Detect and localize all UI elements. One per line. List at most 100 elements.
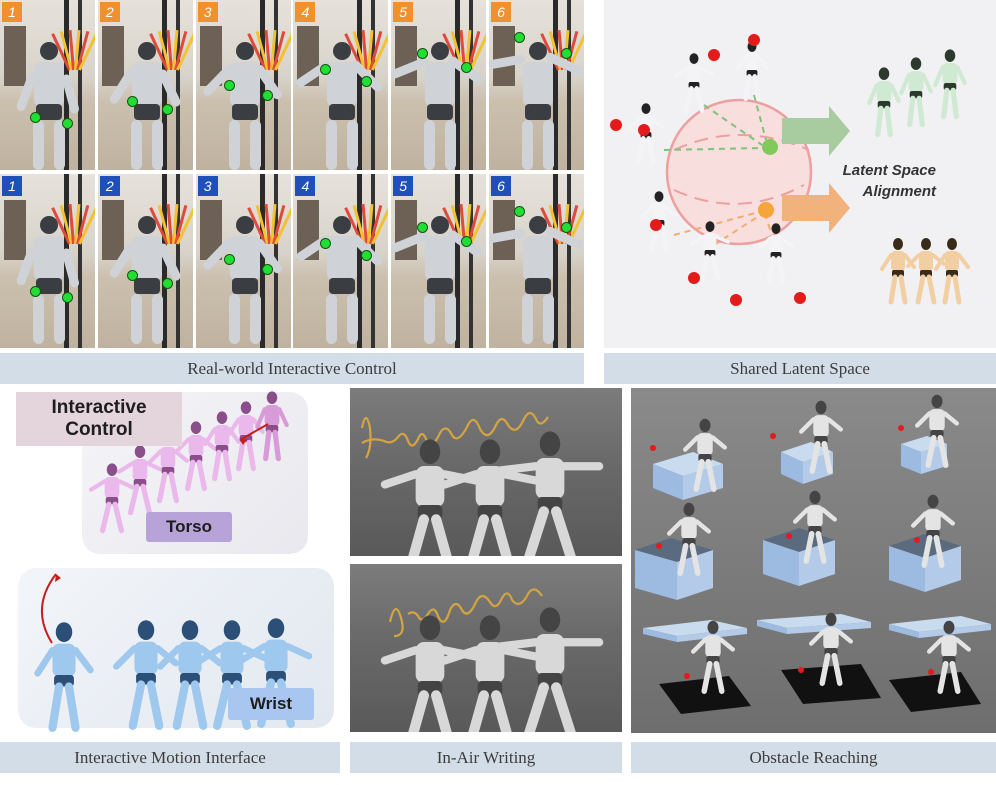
target-point xyxy=(794,292,806,304)
bottom-row-frame: 6 xyxy=(489,174,584,348)
humanoid-figure xyxy=(757,223,795,284)
humanoid-figure xyxy=(880,238,916,305)
caption-latent: Shared Latent Space xyxy=(604,353,996,384)
reach-target xyxy=(656,543,662,549)
frame-number-badge: 2 xyxy=(99,176,120,196)
target-point xyxy=(610,119,622,131)
caption-motion-interface: Interactive Motion Interface xyxy=(0,742,340,773)
humanoid-figure xyxy=(116,445,164,516)
torso-drag-arrow xyxy=(239,423,269,441)
target-point xyxy=(730,294,742,306)
humanoid-figure xyxy=(380,439,480,556)
interactive-control-label: Interactive Control xyxy=(16,392,182,446)
green-arrow xyxy=(782,106,850,156)
latent-diagram xyxy=(610,34,970,306)
frame-number-badge: 3 xyxy=(197,2,218,22)
frame-number-badge: 4 xyxy=(295,2,316,22)
humanoid-figure xyxy=(934,238,970,305)
top-row-frame: 2 xyxy=(97,0,193,170)
latent-panel: Latent Space Alignment xyxy=(604,0,996,348)
top-row-frame: 5 xyxy=(391,0,487,170)
orange-arrow xyxy=(782,183,850,233)
humanoid-figure xyxy=(440,615,540,732)
target-point xyxy=(650,219,662,231)
humanoid-figure xyxy=(682,418,728,492)
motion-figures xyxy=(34,391,313,732)
green-latent-point xyxy=(762,139,778,155)
second-writing-trace xyxy=(380,588,604,732)
humanoid-figure xyxy=(380,615,480,732)
humanoid-figure xyxy=(906,238,946,305)
bottom-row-frame: 1 xyxy=(0,174,95,348)
reach-target xyxy=(914,537,920,543)
humanoid-figure xyxy=(690,221,730,282)
humanoid-figure xyxy=(112,620,180,730)
motion-interface-panel: Interactive Control Torso Wrist xyxy=(0,388,340,733)
humanoid-figure xyxy=(914,394,960,468)
bottom-row-frame: 3 xyxy=(195,174,291,348)
frame-number-badge: 1 xyxy=(2,2,22,22)
humanoid-figure xyxy=(496,607,604,732)
latent-label: Latent Space Alignment xyxy=(842,162,936,200)
target-point xyxy=(638,124,650,136)
caption-air-writing: In-Air Writing xyxy=(350,742,622,773)
reach-target xyxy=(786,533,792,539)
humanoid-figure xyxy=(735,41,769,102)
top-row-frame: 3 xyxy=(195,0,291,170)
humanoid-figure xyxy=(690,620,736,694)
frame-number-badge: 6 xyxy=(491,176,511,196)
obstacle-panel xyxy=(631,388,996,733)
humanoid-figure xyxy=(910,494,956,568)
reach-target xyxy=(650,445,656,451)
wrist-label: Wrist xyxy=(228,688,314,720)
bottom-row-frame: 5 xyxy=(391,174,487,348)
obstacle-scene xyxy=(635,394,991,714)
humanoid-figure xyxy=(156,620,224,730)
real-world-panel: 1 2 3 4 5 6 1 2 3 4 5 6 xyxy=(0,0,584,348)
humanoid-figure xyxy=(496,431,604,556)
bottom-row-frame: 2 xyxy=(97,174,193,348)
caption-real-world: Real-world Interactive Control xyxy=(0,353,584,384)
top-row-frame: 4 xyxy=(293,0,389,170)
humanoid-figure xyxy=(666,502,712,576)
humanoid-figure xyxy=(203,411,241,482)
humanoid-figure xyxy=(255,391,289,462)
humanoid-figure xyxy=(440,439,540,556)
humanoid-figure xyxy=(867,67,901,138)
frame-number-badge: 4 xyxy=(295,176,316,196)
orange-latent-point xyxy=(758,202,774,218)
wrist-drag-arrow xyxy=(40,573,57,644)
humanoid-figure xyxy=(147,433,189,504)
humanoid-figure xyxy=(674,53,714,114)
bottom-row-frame: 4 xyxy=(293,174,389,348)
top-row-frame: 1 xyxy=(0,0,95,170)
reach-target xyxy=(684,673,690,679)
top-row-frame: 6 xyxy=(489,0,584,170)
humanoid-figure xyxy=(88,463,136,534)
frame-number-badge: 5 xyxy=(393,176,414,196)
humanoid-figure xyxy=(933,49,967,120)
reach-target xyxy=(770,433,776,439)
target-point xyxy=(688,272,700,284)
humanoid-figure xyxy=(899,57,933,128)
frame-number-badge: 5 xyxy=(393,2,414,22)
frame-number-badge: 3 xyxy=(197,176,218,196)
torso-label: Torso xyxy=(146,512,232,542)
reach-target xyxy=(928,669,934,675)
frame-number-badge: 1 xyxy=(2,176,22,196)
humanoid-figure xyxy=(34,622,94,732)
frame-number-badge: 2 xyxy=(99,2,120,22)
humanoid-figure xyxy=(926,620,972,694)
reach-target xyxy=(798,667,804,673)
hello-world-trace xyxy=(360,411,604,556)
reach-target xyxy=(898,425,904,431)
target-point xyxy=(748,34,760,46)
caption-obstacle: Obstacle Reaching xyxy=(631,742,996,773)
target-point xyxy=(708,49,720,61)
frame-number-badge: 6 xyxy=(491,2,511,22)
air-writing-panel-bottom xyxy=(350,564,622,732)
air-writing-panel-top xyxy=(350,388,622,556)
humanoid-figure xyxy=(792,490,838,564)
humanoid-figure xyxy=(808,612,854,686)
humanoid-figure xyxy=(798,400,844,474)
